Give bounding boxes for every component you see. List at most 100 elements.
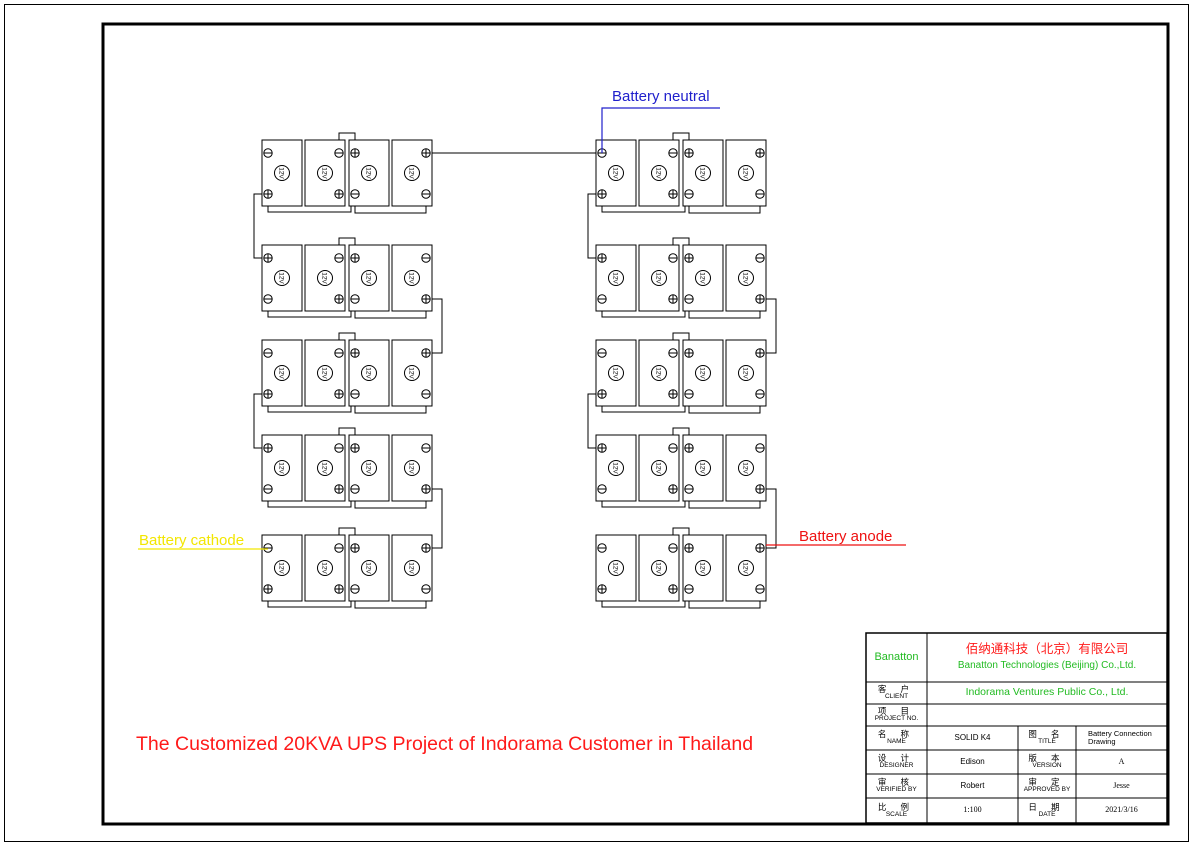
battery-block: 12V <box>638 534 680 602</box>
designer-value: Edison <box>927 750 1018 774</box>
title-value: Battery Connection Drawing <box>1076 726 1167 750</box>
battery-voltage-label: 12V <box>742 462 749 474</box>
battery-voltage-label: 12V <box>655 462 662 474</box>
battery-label-ring <box>404 460 420 476</box>
battery-label-ring <box>738 270 754 286</box>
battery-block: 12V <box>348 244 390 312</box>
battery-block: 12V <box>304 339 346 407</box>
battery-voltage-label: 12V <box>699 167 706 179</box>
battery-label-ring <box>738 560 754 576</box>
battery-voltage-label: 12V <box>278 167 285 179</box>
version-value: A <box>1076 750 1167 774</box>
battery-label-ring <box>608 560 624 576</box>
wire <box>253 393 268 449</box>
battery-label-ring <box>608 270 624 286</box>
battery-block: 12V <box>261 339 303 407</box>
battery-anode-label: Battery anode <box>799 528 893 545</box>
battery-label-ring <box>738 165 754 181</box>
approved-label-cn: 审 定 <box>1028 777 1066 788</box>
battery-label-ring <box>361 270 377 286</box>
verified-label: 审 核 VERIFIED BY <box>866 774 927 798</box>
name-value: SOLID K4 <box>927 726 1018 750</box>
wire <box>587 393 602 449</box>
battery-cathode-label: Battery cathode <box>139 532 245 549</box>
battery-voltage-label: 12V <box>699 462 706 474</box>
company-name: 佰纳通科技（北京）有限公司 Banatton Technologies (Bei… <box>927 633 1167 682</box>
client-label-en: CLIENT <box>884 693 909 701</box>
battery-block: 12V <box>595 139 637 207</box>
battery-label-ring <box>404 560 420 576</box>
name-label-cn: 名 称 <box>877 729 916 740</box>
battery-label-ring <box>361 560 377 576</box>
battery-voltage-label: 12V <box>278 462 285 474</box>
battery-voltage-label: 12V <box>699 272 706 284</box>
battery-voltage-label: 12V <box>321 272 328 284</box>
wire <box>253 193 268 259</box>
battery-block: 12V <box>725 534 767 602</box>
name-value-text: SOLID K4 <box>954 732 991 742</box>
project-value <box>927 704 1167 726</box>
battery-block: 12V <box>595 534 637 602</box>
battery-label-ring <box>274 165 290 181</box>
designer-label: 设 计 DESIGNER <box>866 750 927 774</box>
title-block: Banatton 佰纳通科技（北京）有限公司 Banatton Technolo… <box>866 633 1167 823</box>
company-logo: Banatton <box>866 633 927 682</box>
battery-block: 12V <box>261 244 303 312</box>
battery-label-ring <box>274 270 290 286</box>
battery-voltage-label: 12V <box>742 367 749 379</box>
battery-block: 12V <box>595 339 637 407</box>
wire <box>587 193 602 259</box>
battery-block: 12V <box>638 139 680 207</box>
battery-label-ring <box>695 560 711 576</box>
battery-voltage-label: 12V <box>321 167 328 179</box>
battery-voltage-label: 12V <box>321 367 328 379</box>
scale-value-text: 1:100 <box>963 805 982 815</box>
battery-block: 12V <box>638 434 680 502</box>
battery-block: 12V <box>261 139 303 207</box>
battery-block: 12V <box>725 339 767 407</box>
battery-voltage-label: 12V <box>612 367 619 379</box>
battery-voltage-label: 12V <box>408 167 415 179</box>
scale-label-en: SCALE <box>885 810 908 818</box>
project-title: The Customized 20KVA UPS Project of Indo… <box>136 733 754 755</box>
battery-block: 12V <box>391 244 433 312</box>
battery-block: 12V <box>595 244 637 312</box>
battery-voltage-label: 12V <box>408 562 415 574</box>
verified-value-text: Robert <box>960 780 985 790</box>
battery-block: 12V <box>595 434 637 502</box>
project-label-en: PROJECT NO. <box>874 715 919 723</box>
company-name-cn: 佰纳通科技（北京）有限公司 <box>965 642 1129 657</box>
battery-block: 12V <box>725 244 767 312</box>
battery-label-ring <box>738 365 754 381</box>
date-label-en: DATE <box>1038 810 1056 818</box>
battery-label-ring <box>317 270 333 286</box>
battery-voltage-label: 12V <box>278 562 285 574</box>
battery-label-ring <box>651 270 667 286</box>
designer-label-en: DESIGNER <box>879 762 914 770</box>
battery-block: 12V <box>304 244 346 312</box>
battery-voltage-label: 12V <box>365 367 372 379</box>
battery-block: 12V <box>304 434 346 502</box>
version-label-en: VERSION <box>1032 762 1062 770</box>
battery-voltage-label: 12V <box>365 462 372 474</box>
inner-frame <box>101 22 1170 826</box>
battery-block: 12V <box>638 339 680 407</box>
battery-block: 12V <box>348 339 390 407</box>
battery-voltage-label: 12V <box>612 462 619 474</box>
battery-block: 12V <box>638 244 680 312</box>
battery-label-ring <box>274 365 290 381</box>
company-name-en: Banatton Technologies (Beijing) Co.,Ltd. <box>957 660 1137 672</box>
battery-voltage-label: 12V <box>742 167 749 179</box>
name-label: 名 称 NAME <box>866 726 927 750</box>
battery-voltage-label: 12V <box>612 562 619 574</box>
battery-voltage-label: 12V <box>742 562 749 574</box>
battery-label-ring <box>651 560 667 576</box>
battery-voltage-label: 12V <box>408 462 415 474</box>
title-block-border <box>865 632 1168 824</box>
project-label: 项 目 PROJECT NO. <box>866 704 927 726</box>
battery-voltage-label: 12V <box>278 272 285 284</box>
battery-label-ring <box>317 165 333 181</box>
battery-block: 12V <box>391 139 433 207</box>
title-label-en: TITLE <box>1038 738 1056 746</box>
